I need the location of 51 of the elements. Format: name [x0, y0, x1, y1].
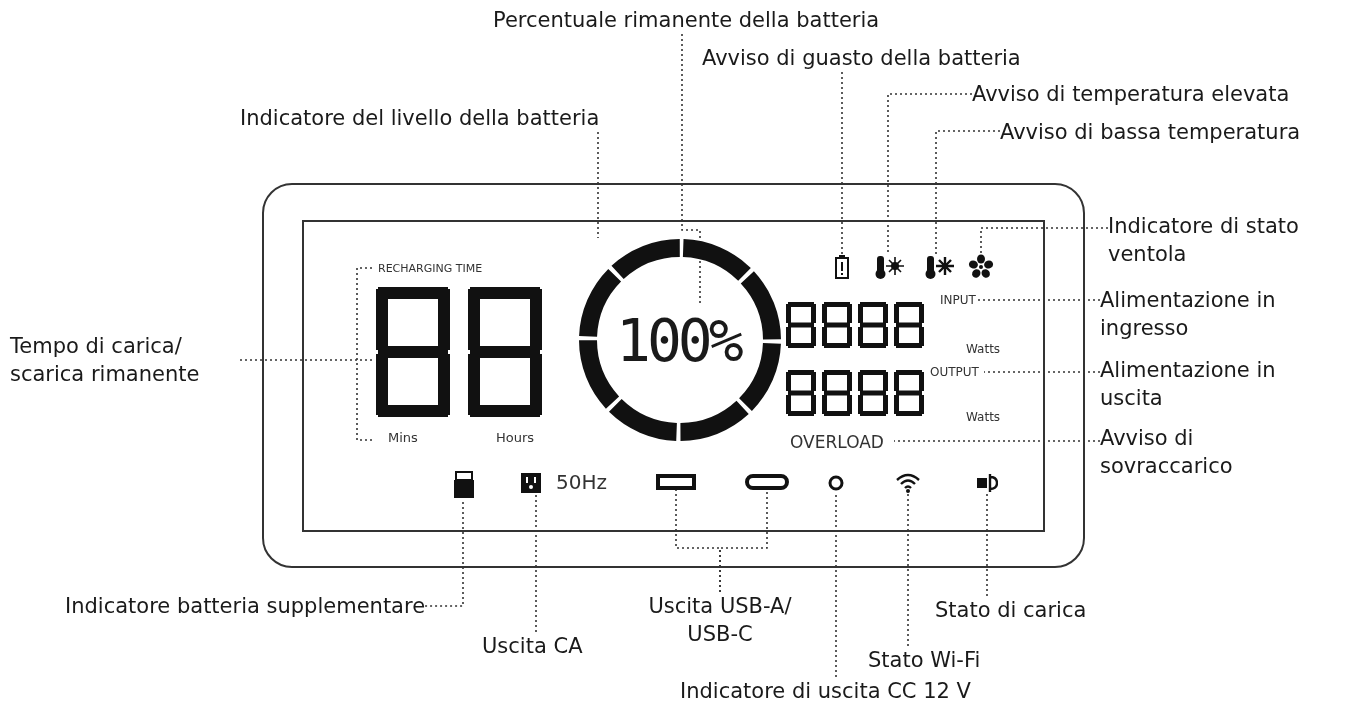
device-frame [262, 183, 1085, 568]
battery-warning-icon [834, 254, 850, 280]
panel-text: Hours [496, 430, 535, 445]
leader-line [597, 131, 599, 239]
callout-label: Stato di carica [935, 596, 1087, 624]
callout-label: Uscita CA [482, 632, 583, 660]
callout-label: Percentuale rimanente della batteria [493, 6, 880, 34]
leader-line [935, 130, 1001, 255]
panel-text: RECHARGING TIME [378, 262, 483, 275]
leader-line [719, 489, 768, 593]
port-icon [745, 474, 789, 490]
callout-label: Uscita USB-A/ USB-C [620, 592, 820, 648]
leader-line [907, 493, 909, 647]
frequency-label: 50Hz [556, 470, 607, 494]
leader-line [535, 493, 537, 633]
leader-line [841, 71, 843, 255]
callout-label: Indicatore batteria supplementare [65, 592, 426, 620]
callout-label: Indicatore di stato ventola [1108, 212, 1348, 268]
callout-label: Avviso di guasto della batteria [702, 44, 1021, 72]
panel-text: Watts [966, 342, 1001, 356]
callout-label: Alimentazione in uscita [1100, 356, 1300, 412]
callout-label: Avviso di bassa temperatura [1000, 118, 1301, 146]
callout-label: Tempo di carica/ scarica rimanente [10, 332, 240, 388]
leader-line [887, 93, 973, 255]
leader-line [980, 227, 1109, 255]
battery-ring-drawing [578, 238, 782, 442]
port-icon [656, 474, 696, 490]
callout-label: Alimentazione in ingresso [1100, 286, 1300, 342]
leader-line [424, 499, 464, 607]
callout-label: Indicatore di uscita CC 12 V [680, 677, 971, 705]
wifi-icon [894, 472, 922, 494]
callout-label: Avviso di sovraccarico [1100, 424, 1300, 480]
leader-line [986, 493, 988, 597]
fan-icon [968, 254, 994, 280]
panel-text: Mins [388, 430, 418, 445]
lcd-screen [302, 220, 1045, 532]
callout-label: Indicatore del livello della batteria [240, 104, 600, 132]
panel-text: Watts [966, 410, 1001, 424]
callout-label: Stato Wi-Fi [868, 646, 981, 674]
panel-text: OUTPUT [930, 365, 984, 381]
plug-icon [976, 472, 998, 494]
panel-text: INPUT [940, 293, 978, 309]
panel-text: OVERLOAD [790, 432, 894, 452]
leader-line [893, 440, 1101, 442]
leader-line [983, 371, 1101, 373]
circle-icon [827, 474, 845, 492]
socket-icon [520, 472, 542, 494]
leader-line [977, 299, 1101, 301]
battery-icon [452, 470, 476, 500]
leader-line [239, 359, 373, 361]
callout-label: Avviso di temperatura elevata [972, 80, 1290, 108]
